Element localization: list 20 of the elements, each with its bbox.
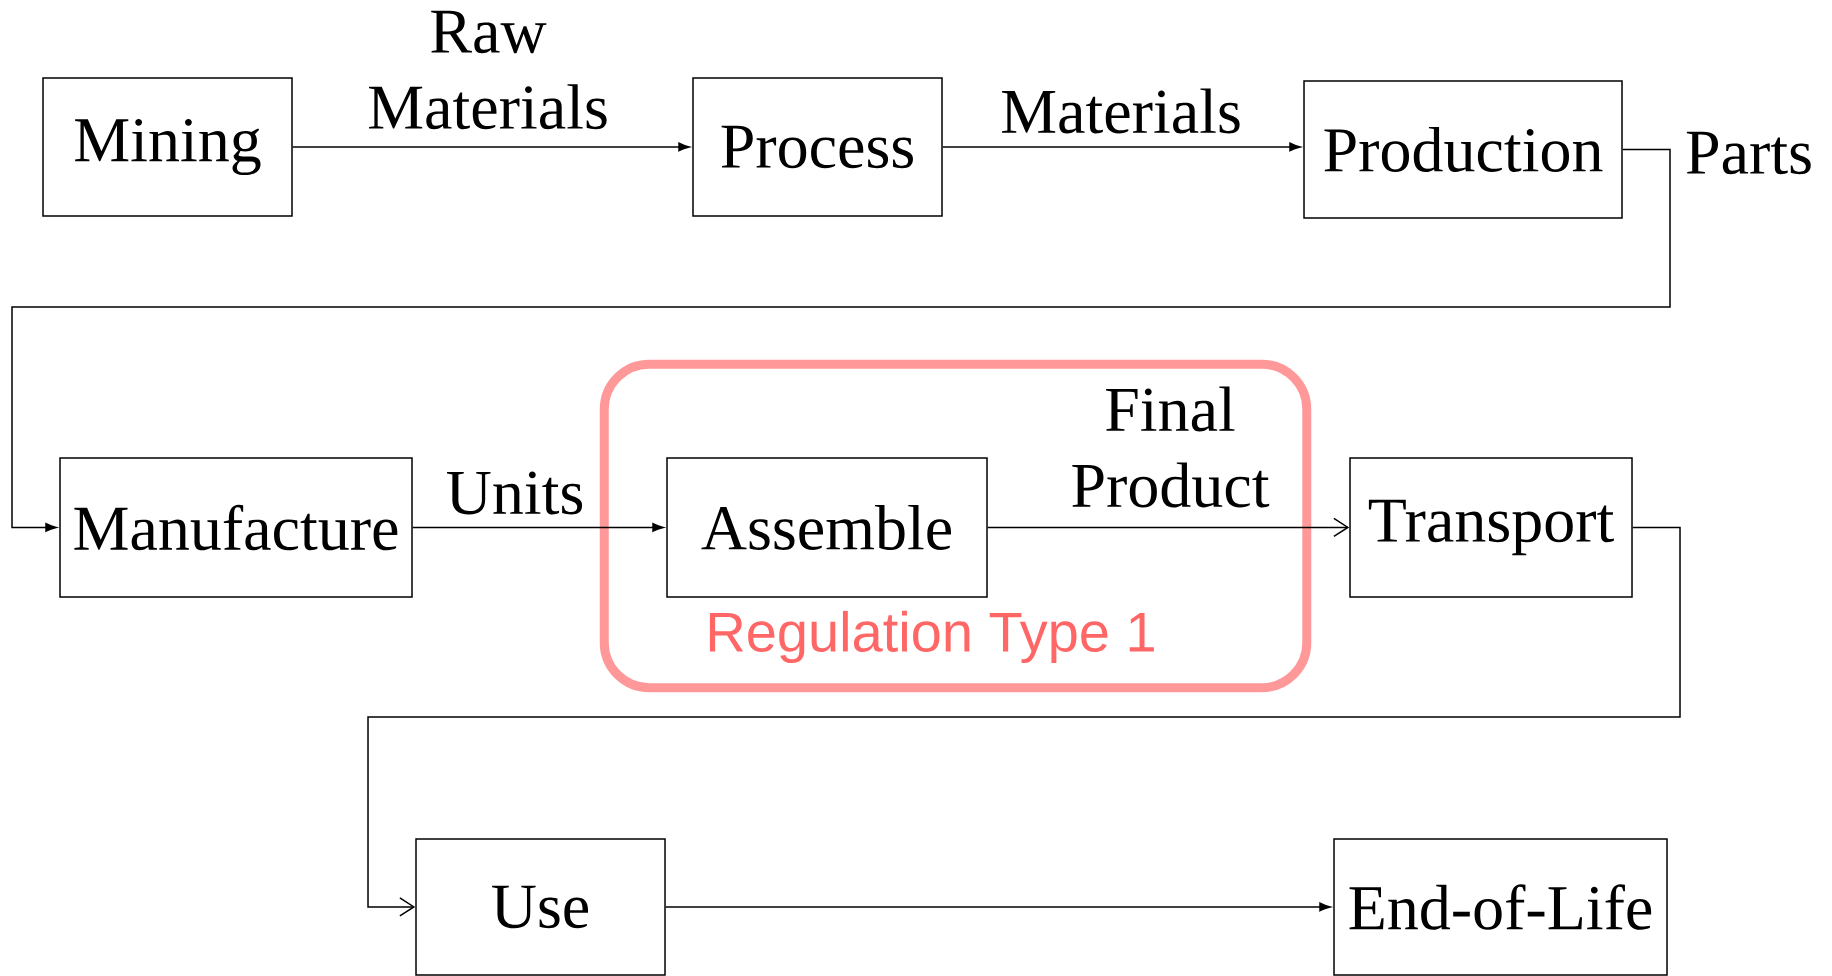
arrow bbox=[11, 148, 1671, 532]
edge-label: Final Product bbox=[1072, 386, 1270, 508]
arrow bbox=[367, 526, 1681, 917]
edge-label: Raw Materials bbox=[369, 10, 607, 130]
edge-label: Parts bbox=[1686, 131, 1811, 175]
arrow bbox=[665, 902, 1331, 912]
arrow bbox=[292, 142, 690, 152]
process-box: Use bbox=[415, 838, 666, 976]
process-box: End-of-Life bbox=[1333, 838, 1668, 976]
arrow bbox=[412, 523, 664, 532]
process-box: Manufacture bbox=[59, 457, 413, 598]
edge-label: Units bbox=[447, 471, 583, 515]
edge-label: Materials bbox=[1002, 88, 1240, 134]
arrow bbox=[942, 142, 1301, 152]
process-box: Transport bbox=[1349, 457, 1633, 598]
process-box: Production bbox=[1303, 80, 1623, 219]
process-box: Mining bbox=[42, 77, 293, 217]
process-box: Process bbox=[692, 77, 943, 217]
arrow bbox=[987, 517, 1350, 538]
process-box: Assemble bbox=[666, 457, 988, 598]
